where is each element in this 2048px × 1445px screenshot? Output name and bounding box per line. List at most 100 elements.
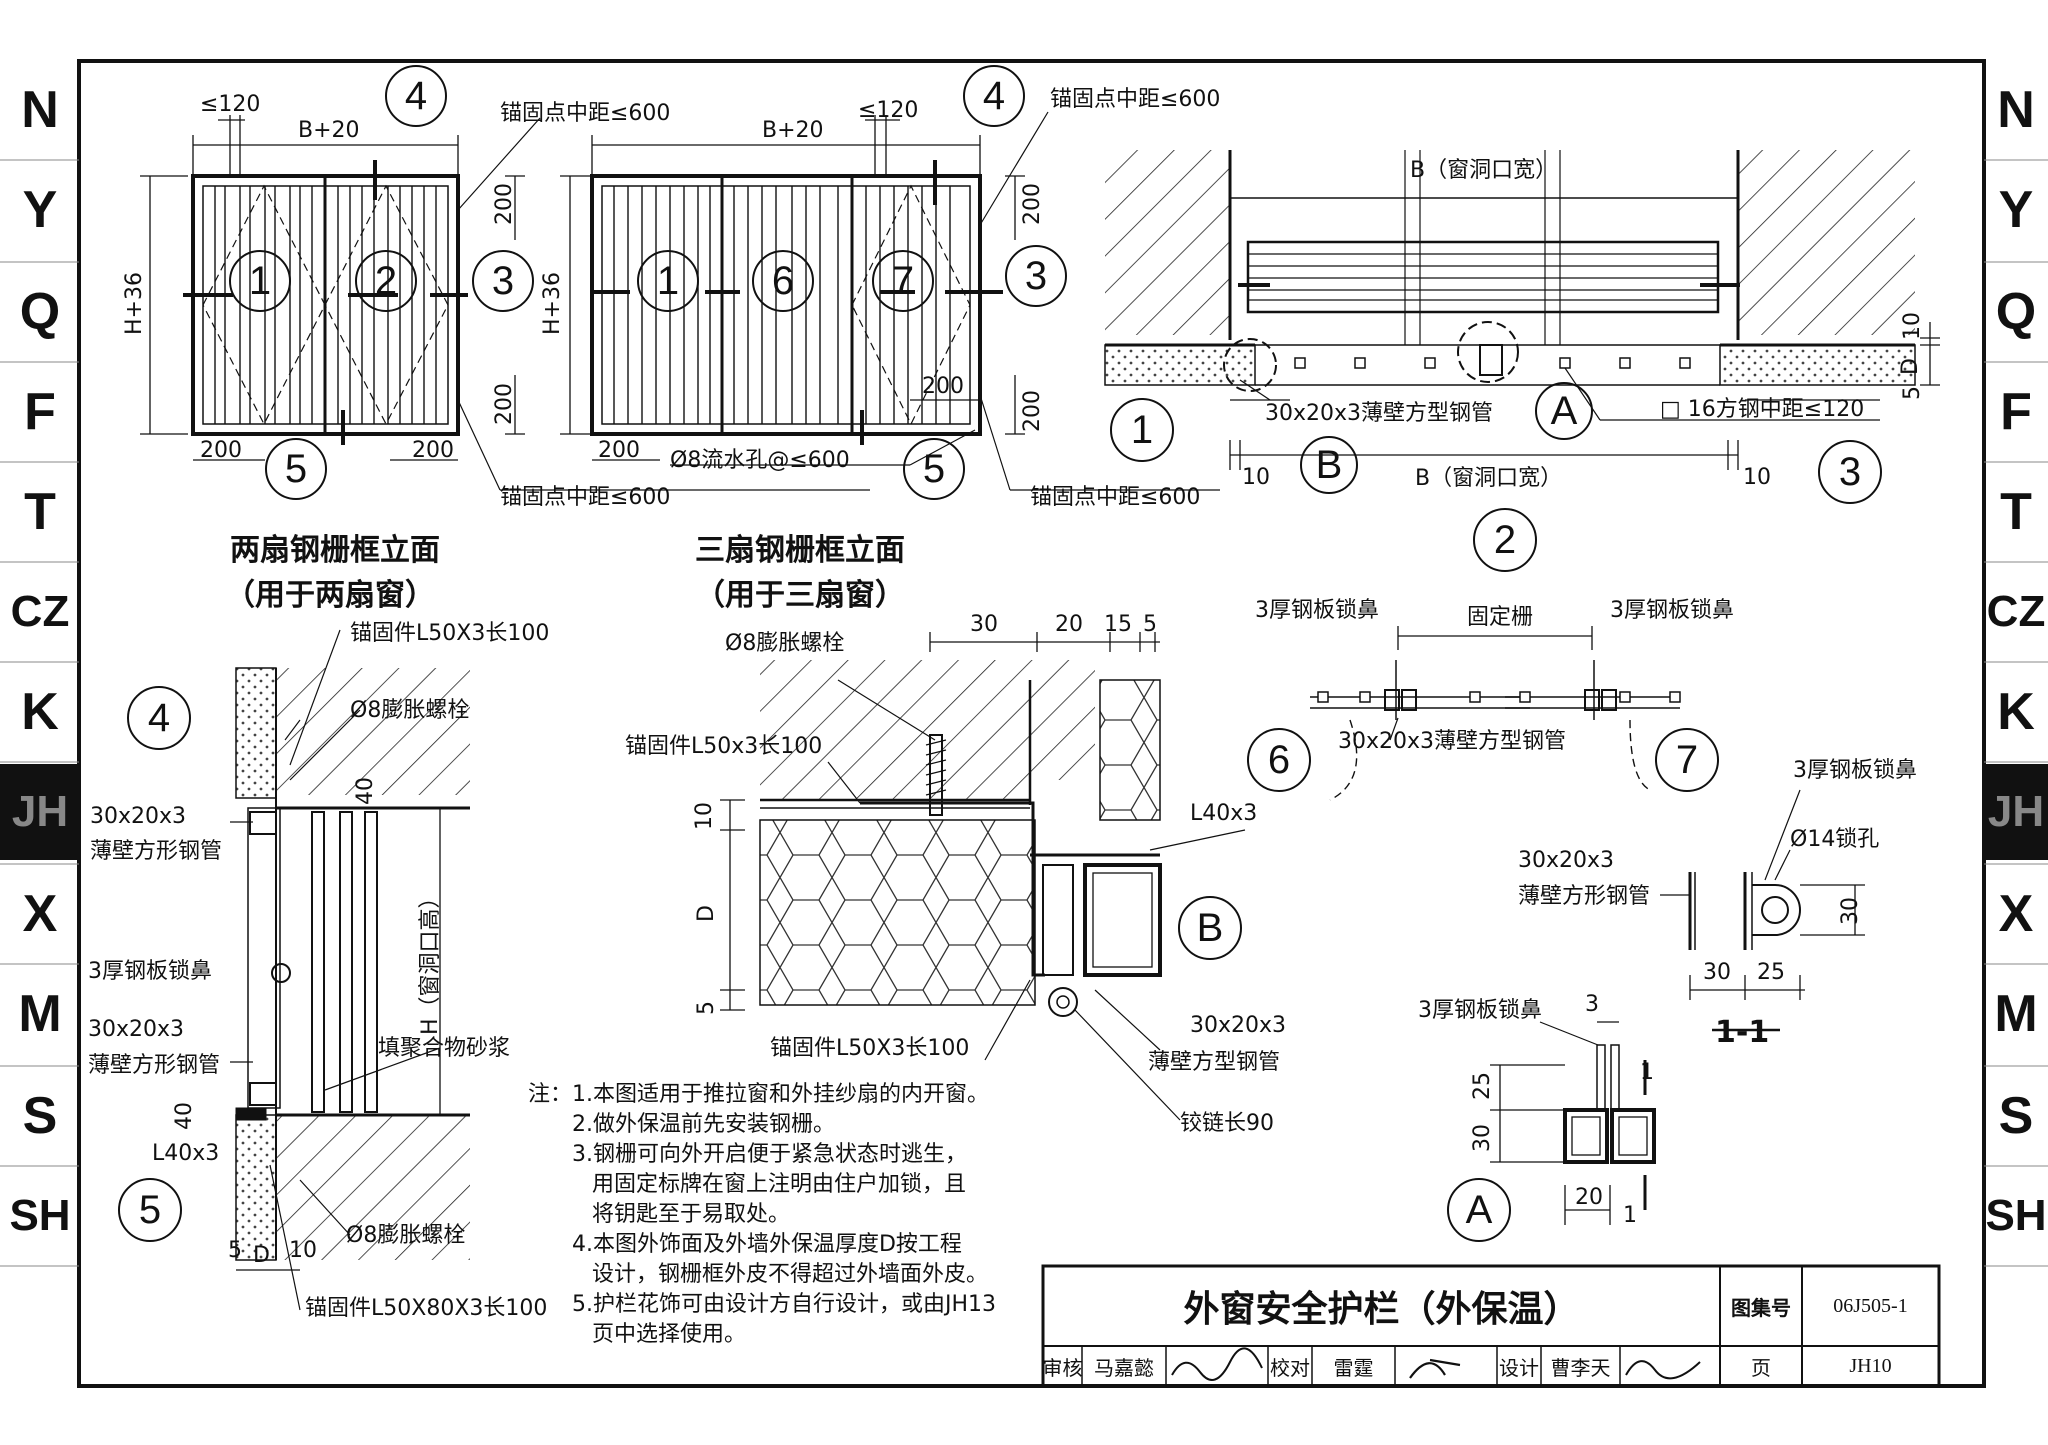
callout-text: 5 (138, 1187, 162, 1232)
index-tab-label: S (22, 1087, 58, 1145)
d11-tube-1: 30x20x3 (1518, 848, 1615, 873)
index-tab-right-y[interactable]: Y (1984, 162, 2048, 258)
callout-3-three: 3 (1005, 245, 1067, 307)
callout-text: 4 (404, 73, 428, 118)
plan-width-bottom: B（窗洞口宽） (1415, 466, 1563, 491)
detail-b (720, 632, 1246, 1121)
callout-text: A (1465, 1187, 1493, 1232)
index-tab-left-f[interactable]: F (0, 364, 80, 460)
callout-text: 3 (491, 258, 515, 303)
callout-3-plan: 3 (1818, 440, 1882, 504)
callout-1-two: 1 (229, 250, 291, 312)
subtitle-three-leaf: （用于三扇窗） (695, 578, 905, 613)
callout-b-detail: B (1178, 896, 1242, 960)
reviewer-name: 马嘉懿 (1094, 1355, 1154, 1380)
index-tab-label: T (24, 483, 56, 541)
page-number: JH10 (1849, 1354, 1892, 1377)
index-tab-label: T (2000, 483, 2032, 541)
plan-dim-10-left: 10 (1242, 465, 1270, 490)
index-tab-label: Q (19, 283, 61, 341)
index-tab-right-t[interactable]: T (1984, 464, 2048, 560)
atlas-label: 图集号 (1731, 1295, 1791, 1320)
sec-lock-nose: 3厚钢板锁鼻 (88, 959, 212, 984)
b-angle: L40x3 (1190, 801, 1258, 826)
dim-width-two: B+20 (298, 118, 360, 143)
index-tab-left-n[interactable]: N (0, 62, 80, 158)
index-tab-label: SH (9, 1191, 71, 1240)
callout-1-three: 1 (637, 250, 699, 312)
dim-200-two-b: 200 (492, 383, 517, 425)
index-tab-label: N (21, 81, 59, 139)
check-label: 校对 (1270, 1355, 1310, 1380)
callout-text: 1 (248, 258, 272, 303)
sec-dim-10: 10 (289, 1238, 317, 1263)
callout-6-three: 6 (752, 250, 814, 312)
index-tab-right-x[interactable]: X (1984, 866, 2048, 962)
index-tab-left-y[interactable]: Y (0, 162, 80, 258)
index-tab-right-m[interactable]: M (1984, 966, 2048, 1062)
sec-tube-bot-1: 30x20x3 (88, 1017, 185, 1042)
callout-text: 4 (982, 73, 1006, 118)
index-tab-right-q[interactable]: Q (1984, 264, 2048, 360)
index-tab-label: F (2000, 383, 2032, 441)
dim-200-three-d: 200 (922, 374, 964, 399)
index-tab-left-s[interactable]: S (0, 1068, 80, 1164)
index-tab-right-cz[interactable]: CZ (1984, 564, 2048, 660)
designer-name: 曹李天 (1550, 1355, 1611, 1380)
index-tab-left-k[interactable]: K (0, 664, 80, 760)
index-tab-left-x[interactable]: X (0, 866, 80, 962)
index-tab-right-jh[interactable]: JH (1984, 764, 2048, 860)
b-dim-d: D (694, 905, 719, 922)
callout-a-detail: A (1447, 1178, 1511, 1242)
callout-7-detail: 7 (1655, 728, 1719, 792)
index-tab-right-sh[interactable]: SH (1984, 1168, 2048, 1264)
note-line: 用固定标牌在窗上注明由住户加锁，且 (592, 1172, 967, 1197)
subtitle-two-leaf: （用于两扇窗） (225, 578, 435, 613)
callout-5-section: 5 (118, 1178, 182, 1242)
da-section-mark: 1 (1640, 1060, 1654, 1085)
dim-200-three-b: 200 (1020, 390, 1045, 432)
index-tab-right-n[interactable]: N (1984, 62, 2048, 158)
three-leaf-elevation (560, 111, 1220, 491)
index-tab-left-sh[interactable]: SH (0, 1168, 80, 1264)
index-tab-left-m[interactable]: M (0, 966, 80, 1062)
plan-dim-5: 5 (1900, 386, 1925, 400)
callout-text: 3 (1024, 253, 1048, 298)
callout-text: B (1315, 442, 1343, 487)
note-line: 1.本图适用于推拉窗和外挂纱扇的内开窗。 (572, 1082, 989, 1107)
index-tab-label: JH (11, 787, 69, 836)
sec-dim-40-bot: 40 (172, 1102, 197, 1130)
dim-width-three: B+20 (762, 118, 824, 143)
index-tab-right-s[interactable]: S (1984, 1068, 2048, 1164)
plan-dim-10-right: 10 (1743, 465, 1771, 490)
index-tab-left-t[interactable]: T (0, 464, 80, 560)
index-tab-left-jh[interactable]: JH (0, 764, 80, 860)
sec-anchor-bot: 锚固件L50X80X3长100 (305, 1296, 548, 1321)
index-tab-right-f[interactable]: F (1984, 364, 2048, 460)
sec-tube-bot-2: 薄壁方形钢管 (88, 1053, 221, 1078)
d11-lock: 3厚钢板锁鼻 (1793, 758, 1917, 783)
b-anchor-top: 锚固件L50x3长100 (625, 734, 823, 759)
b-dim-10: 10 (692, 802, 717, 830)
sheet-border (77, 59, 1986, 1388)
index-tab-label: K (21, 683, 59, 741)
sec-mortar: 填聚合物砂浆 (378, 1036, 511, 1061)
drain-hole-label: Ø8流水孔@≤600 (670, 448, 850, 473)
note-line: 3.钢栅可向外开启便于紧急状态时逃生， (572, 1142, 967, 1167)
d11-dim-25: 25 (1757, 960, 1785, 985)
note-line: 将钥匙至于易取处。 (592, 1202, 791, 1227)
callout-2-two: 2 (355, 250, 417, 312)
callout-2-plan: 2 (1473, 508, 1537, 572)
callout-text: 2 (374, 258, 398, 303)
dim-height-three: H+36 (540, 272, 565, 335)
da-dim-3: 3 (1585, 992, 1599, 1017)
index-tab-label: S (1998, 1087, 2034, 1145)
index-tab-left-cz[interactable]: CZ (0, 564, 80, 660)
title-block-lines (1041, 1264, 1941, 1388)
index-tab-label: Y (1998, 181, 2034, 239)
index-tab-left-q[interactable]: Q (0, 264, 80, 360)
dim-gap-two: ≤120 (200, 92, 261, 117)
d11-title: 1-1 (1715, 1015, 1770, 1050)
index-tab-right-k[interactable]: K (1984, 664, 2048, 760)
